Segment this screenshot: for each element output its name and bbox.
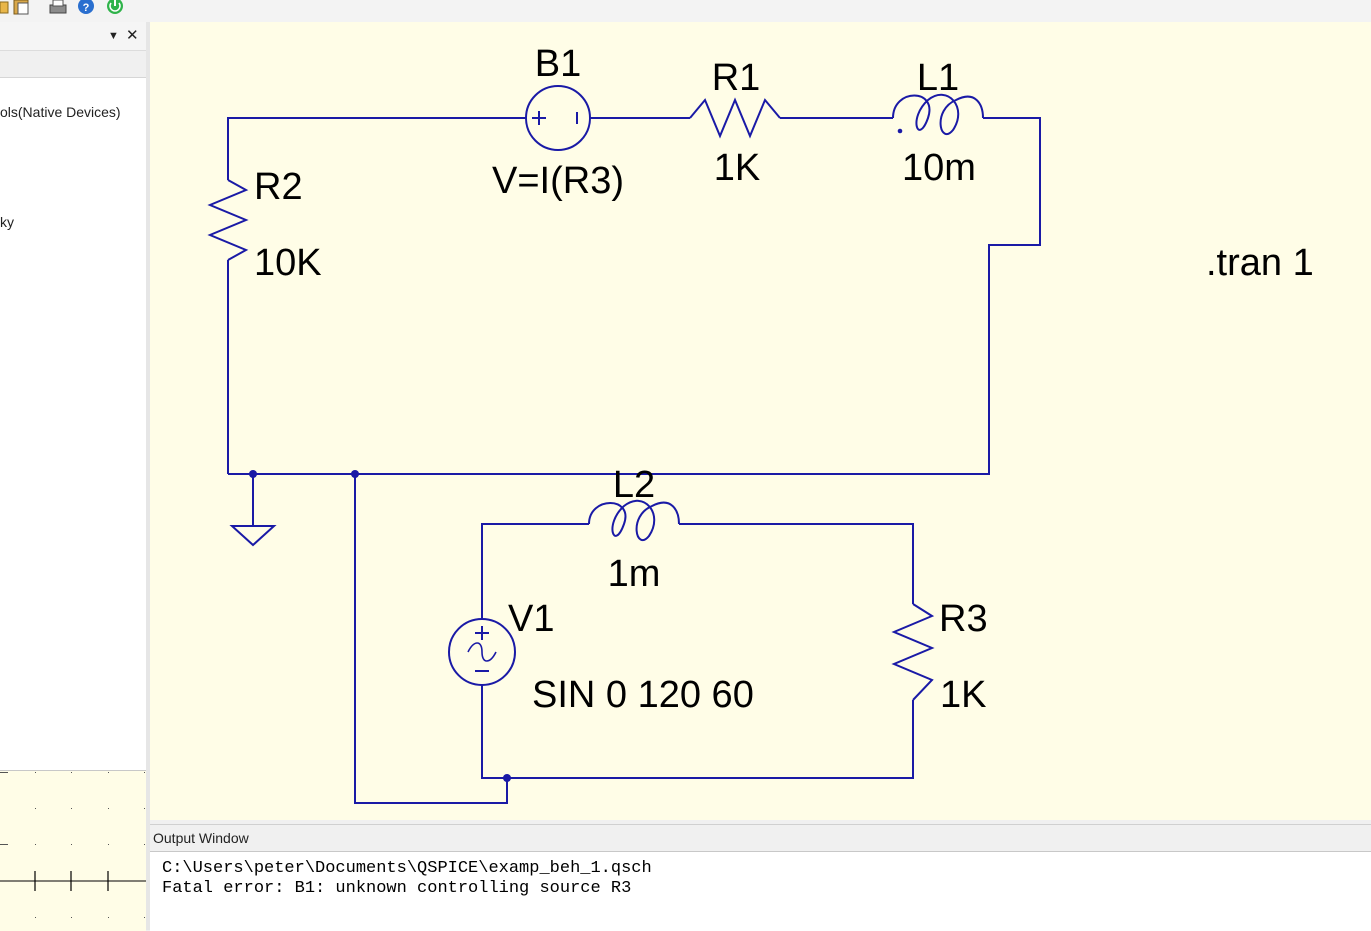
r2-resistor-symbol <box>207 179 249 261</box>
panel-toolbar-strip <box>0 51 146 78</box>
symbol-preview <box>0 770 146 931</box>
wire <box>481 523 589 620</box>
r2-label: R2 <box>254 166 303 208</box>
b1-label: B1 <box>535 43 581 85</box>
paste-icon[interactable] <box>12 0 32 16</box>
l1-label: L1 <box>917 57 959 99</box>
output-line-error: Fatal error: B1: unknown controlling sou… <box>162 879 632 898</box>
v1-value: SIN 0 120 60 <box>532 674 754 716</box>
help-icon[interactable]: ? <box>77 0 95 16</box>
folder-icon[interactable] <box>0 0 10 16</box>
toolbar: ? <box>0 0 1371 23</box>
l1-inductor-symbol <box>892 93 984 135</box>
symbol-browser-panel: ▼ ✕ ols(Native Devices) ky <box>0 22 147 931</box>
r1-label: R1 <box>712 57 761 99</box>
l2-label: L2 <box>613 464 655 506</box>
junction-dot <box>503 774 511 782</box>
print-icon[interactable] <box>48 0 68 16</box>
output-window-title: Output Window <box>153 830 249 846</box>
wire <box>354 474 508 804</box>
panel-splitter[interactable] <box>146 22 150 930</box>
r2-value: 10K <box>254 242 322 284</box>
output-line: C:\Users\peter\Documents\QSPICE\examp_be… <box>162 859 652 878</box>
l1-value: 10m <box>902 147 976 189</box>
schematic-canvas[interactable]: B1 V=I(R3) R1 1K L1 10m R2 10K .tran 1 L… <box>150 22 1371 820</box>
r3-resistor-symbol <box>891 603 935 701</box>
wire <box>679 523 914 604</box>
schematic-drawing: B1 V=I(R3) R1 1K L1 10m R2 10K .tran 1 L… <box>207 43 1314 804</box>
close-icon[interactable]: ✕ <box>126 27 139 44</box>
junction-dot <box>351 470 359 478</box>
b1-plus-icon <box>532 111 546 125</box>
l2-value: 1m <box>608 553 661 595</box>
wire <box>228 117 1041 475</box>
ground-icon <box>229 525 277 547</box>
l2-inductor-symbol <box>588 499 680 541</box>
dropdown-icon[interactable]: ▼ <box>108 30 119 42</box>
tree-item-ky[interactable]: ky <box>0 214 14 230</box>
r3-label: R3 <box>939 598 988 640</box>
l1-polarity-dot <box>897 128 903 134</box>
b1-source-symbol <box>525 85 591 151</box>
junction-dot <box>249 470 257 478</box>
power-icon[interactable] <box>105 0 125 16</box>
v1-sine-icon <box>467 642 497 662</box>
wire <box>481 685 914 779</box>
v1-source-symbol <box>448 618 516 686</box>
v1-plus-icon <box>475 626 489 640</box>
r3-value: 1K <box>940 674 986 716</box>
tree-item-native-devices[interactable]: ols(Native Devices) <box>0 104 121 120</box>
panel-header: ▼ ✕ <box>0 22 146 51</box>
wire <box>227 117 526 474</box>
spice-directive[interactable]: .tran 1 <box>1206 242 1314 284</box>
b1-value: V=I(R3) <box>492 160 624 202</box>
r1-value: 1K <box>714 147 760 189</box>
v1-label: V1 <box>508 598 554 640</box>
svg-text:?: ? <box>83 2 90 14</box>
output-window-body[interactable]: C:\Users\peter\Documents\QSPICE\examp_be… <box>150 851 1371 931</box>
output-window-titlebar: Output Window <box>150 824 1371 851</box>
preview-grid <box>0 772 146 918</box>
r1-resistor-symbol <box>689 97 781 139</box>
